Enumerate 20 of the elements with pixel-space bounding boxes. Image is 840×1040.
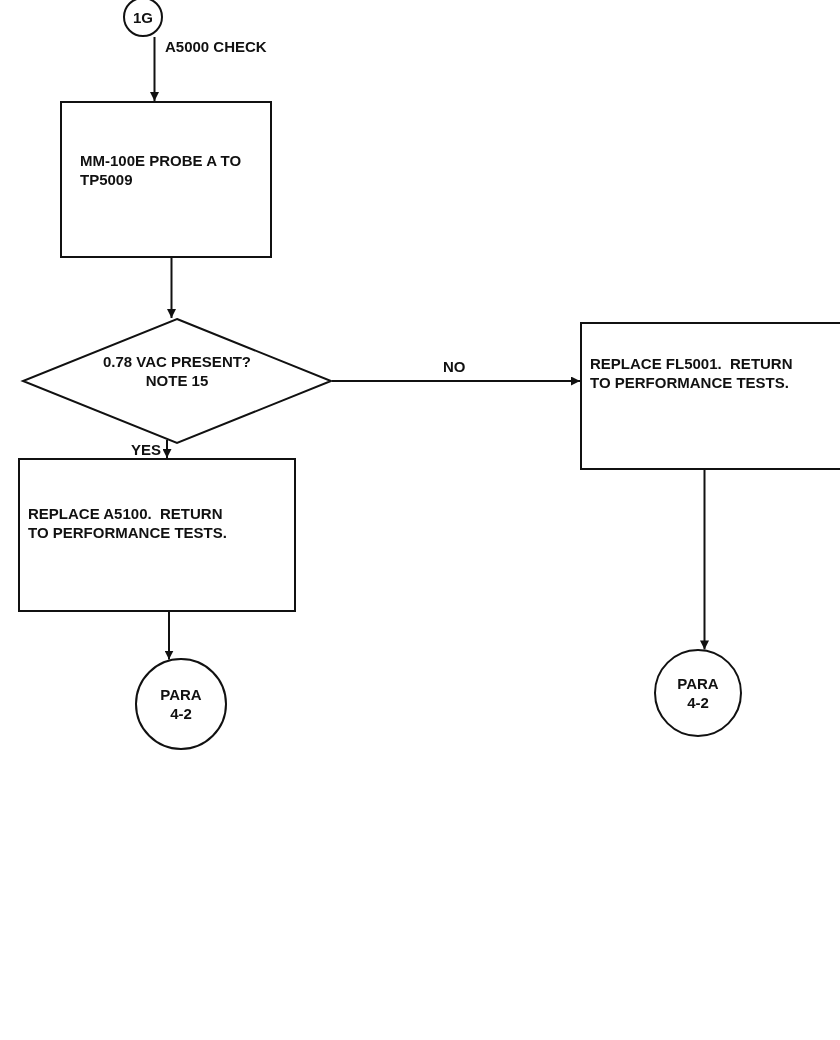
arrow [164,611,174,661]
node-text: 0.78 VAC PRESENT? NOTE 15 [101,352,253,390]
arrow [167,257,176,319]
connector-circle [654,649,742,737]
process-box [18,458,296,612]
node-text: MM-100E PROBE A TO TP5009 [80,151,243,189]
arrow [331,376,581,386]
process-box [580,322,840,470]
arrow [150,36,159,102]
arrow [162,438,172,459]
node-text: REPLACE FL5001. RETURN TO PERFORMANCE TESTS. [590,354,794,392]
node-text: PARA 4-2 [676,674,720,712]
process-box [60,101,272,258]
decision-diamond [22,318,332,444]
connector-circle [135,658,227,750]
node-caption: A5000 CHECK [165,37,267,56]
node-text: PARA 4-2 [159,685,203,723]
node-text: REPLACE A5100. RETURN TO PERFORMANCE TESTS. [28,504,228,542]
arrow [700,469,709,651]
node-text: 1G [132,7,154,27]
